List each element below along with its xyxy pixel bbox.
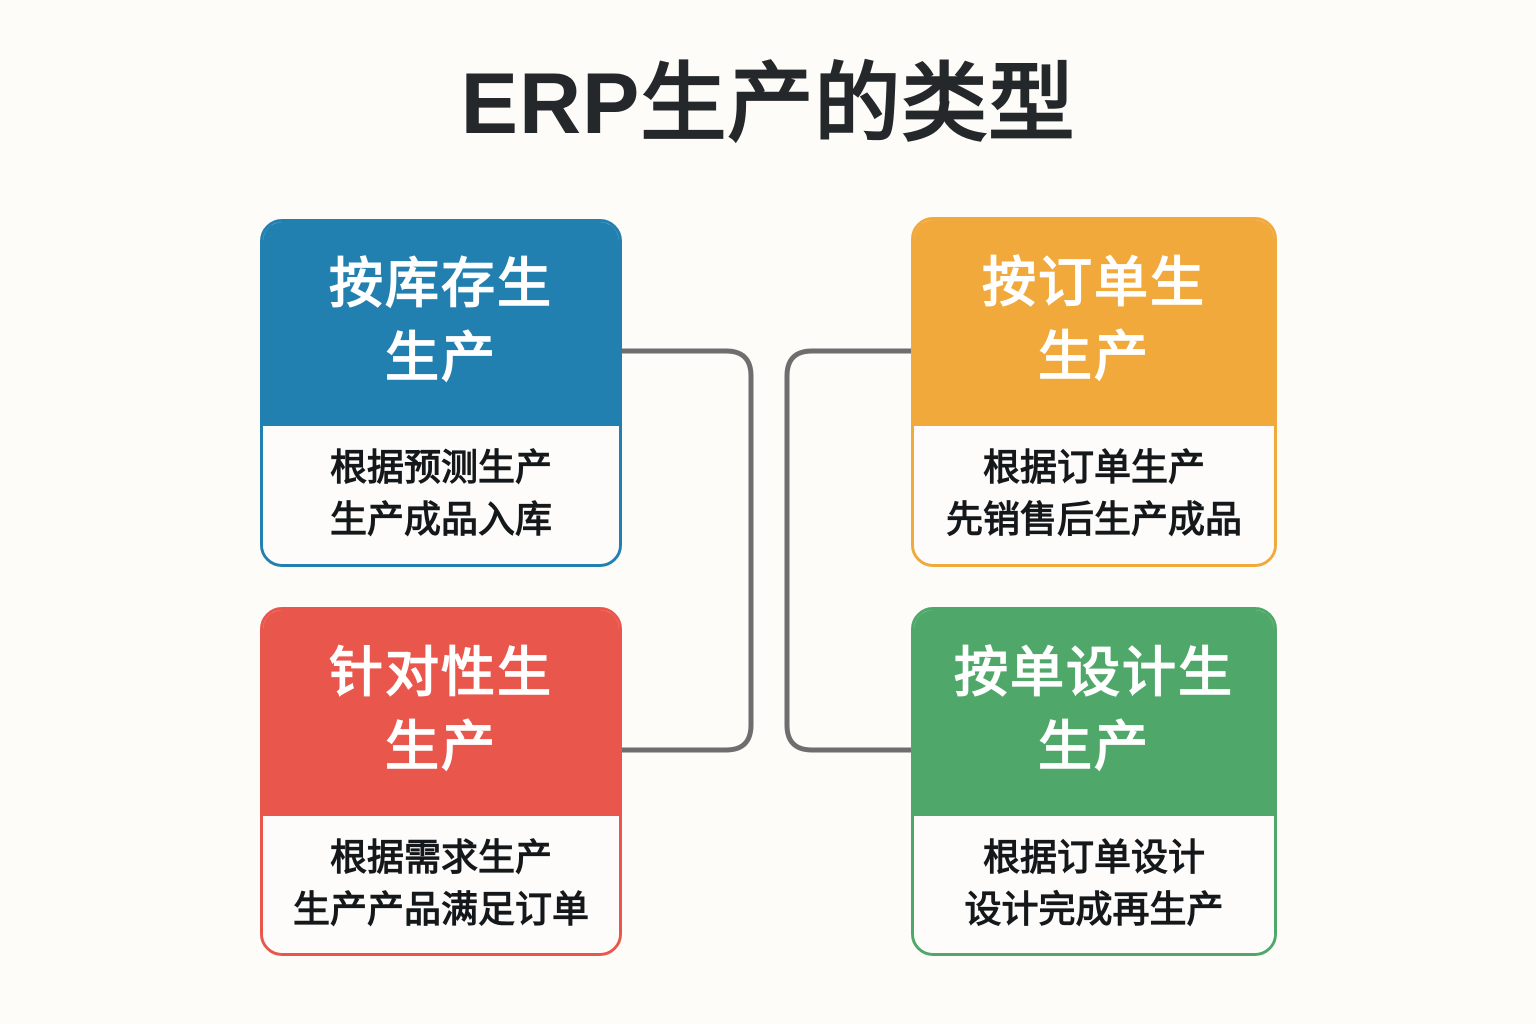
card-make-to-stock[interactable]: 按库存生 生产 根据预测生产 生产成品入库 <box>260 219 622 567</box>
card-body-line-2: 生产产品满足订单 <box>293 888 589 930</box>
card-title-line-2: 生产 <box>385 328 497 388</box>
card-engineer-to-order[interactable]: 按单设计生 生产 根据订单设计 设计完成再生产 <box>911 607 1277 956</box>
card-header-targeted-production: 针对性生 生产 <box>263 610 619 816</box>
card-body-make-to-stock: 根据预测生产 生产成品入库 <box>263 426 619 564</box>
card-body-line-1: 根据需求生产 <box>330 836 552 878</box>
card-title-line-1: 按单设计生 <box>954 643 1234 703</box>
card-header-make-to-order: 按订单生 生产 <box>914 220 1274 426</box>
card-title-line-2: 生产 <box>1038 717 1150 777</box>
card-title-line-1: 按库存生 <box>329 254 553 314</box>
card-body-engineer-to-order: 根据订单设计 设计完成再生产 <box>914 816 1274 953</box>
card-title-line-2: 生产 <box>1038 327 1150 387</box>
card-make-to-order[interactable]: 按订单生 生产 根据订单生产 先销售后生产成品 <box>911 217 1277 567</box>
card-body-line-1: 根据预测生产 <box>330 447 552 488</box>
card-title-line-1: 针对性生 <box>329 643 553 703</box>
card-header-make-to-stock: 按库存生 生产 <box>263 222 619 426</box>
card-targeted-production[interactable]: 针对性生 生产 根据需求生产 生产产品满足订单 <box>260 607 622 956</box>
card-body-line-2: 生产成品入库 <box>330 499 552 540</box>
card-body-line-1: 根据订单生产 <box>983 447 1205 488</box>
card-title-line-1: 按订单生 <box>982 253 1206 313</box>
left-bracket-path <box>617 348 754 753</box>
page-title: ERP生产的类型 <box>460 56 1076 152</box>
card-body-line-1: 根据订单设计 <box>983 836 1205 878</box>
card-title-line-2: 生产 <box>385 717 497 777</box>
card-body-targeted-production: 根据需求生产 生产产品满足订单 <box>263 816 619 953</box>
right-bracket-path <box>784 348 918 753</box>
card-body-make-to-order: 根据订单生产 先销售后生产成品 <box>914 426 1274 564</box>
card-body-line-2: 先销售后生产成品 <box>946 499 1242 540</box>
card-body-line-2: 设计完成再生产 <box>964 888 1224 930</box>
card-header-engineer-to-order: 按单设计生 生产 <box>914 610 1274 816</box>
